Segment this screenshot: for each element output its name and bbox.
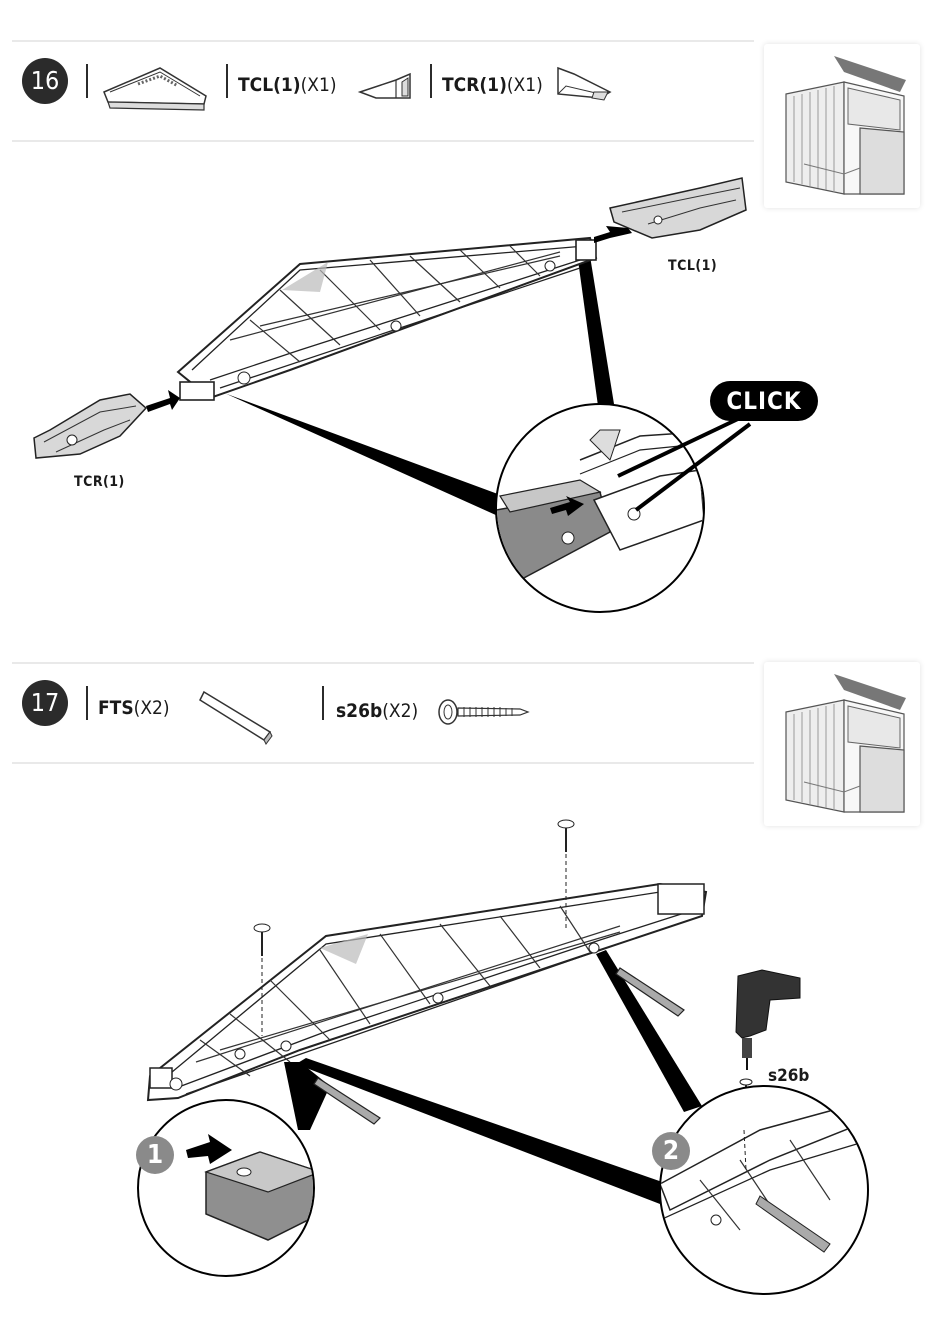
pointer-wedge xyxy=(200,382,514,516)
tcr-part xyxy=(34,394,146,458)
tcr-callout: TCR(1) xyxy=(74,474,125,490)
pointer-wedge xyxy=(578,256,614,406)
tcl-callout: TCL(1) xyxy=(668,258,717,274)
detail-1-number: 1 xyxy=(136,1136,174,1174)
part-tcl-label: TCL(1)(X1) xyxy=(238,74,337,96)
s26b-callout: s26b xyxy=(768,1066,809,1086)
detail-2-number: 2 xyxy=(652,1132,690,1170)
step16-number: 16 xyxy=(22,58,68,104)
pointer-wedge xyxy=(296,1058,668,1204)
zoom-detail-click xyxy=(496,404,750,612)
part-fts-label: FTS(X2) xyxy=(98,697,170,719)
fts-strip-icon xyxy=(198,686,278,746)
step17-number: 17 xyxy=(22,680,68,726)
tcl-part xyxy=(610,178,746,238)
arrow-left xyxy=(594,226,632,243)
gable-frame xyxy=(178,238,596,400)
divider xyxy=(86,686,88,720)
arrow-right xyxy=(146,390,180,412)
part-tcr-label: TCR(1)(X1) xyxy=(442,74,543,96)
click-label: CLICK xyxy=(710,381,818,421)
pointer-wedge xyxy=(596,950,702,1112)
screw-icon xyxy=(436,698,532,728)
drill-icon xyxy=(736,970,800,1070)
divider xyxy=(322,686,324,720)
zoom-detail-2 xyxy=(660,1086,870,1294)
zoom-detail-1 xyxy=(138,1100,320,1276)
roof-gable-part-icon xyxy=(98,62,214,112)
tcr-part-icon xyxy=(554,64,614,104)
divider xyxy=(430,64,432,98)
part-s26b-label: s26b(X2) xyxy=(336,700,418,722)
divider xyxy=(86,64,88,98)
tcl-part-icon xyxy=(356,68,416,102)
divider xyxy=(226,64,228,98)
